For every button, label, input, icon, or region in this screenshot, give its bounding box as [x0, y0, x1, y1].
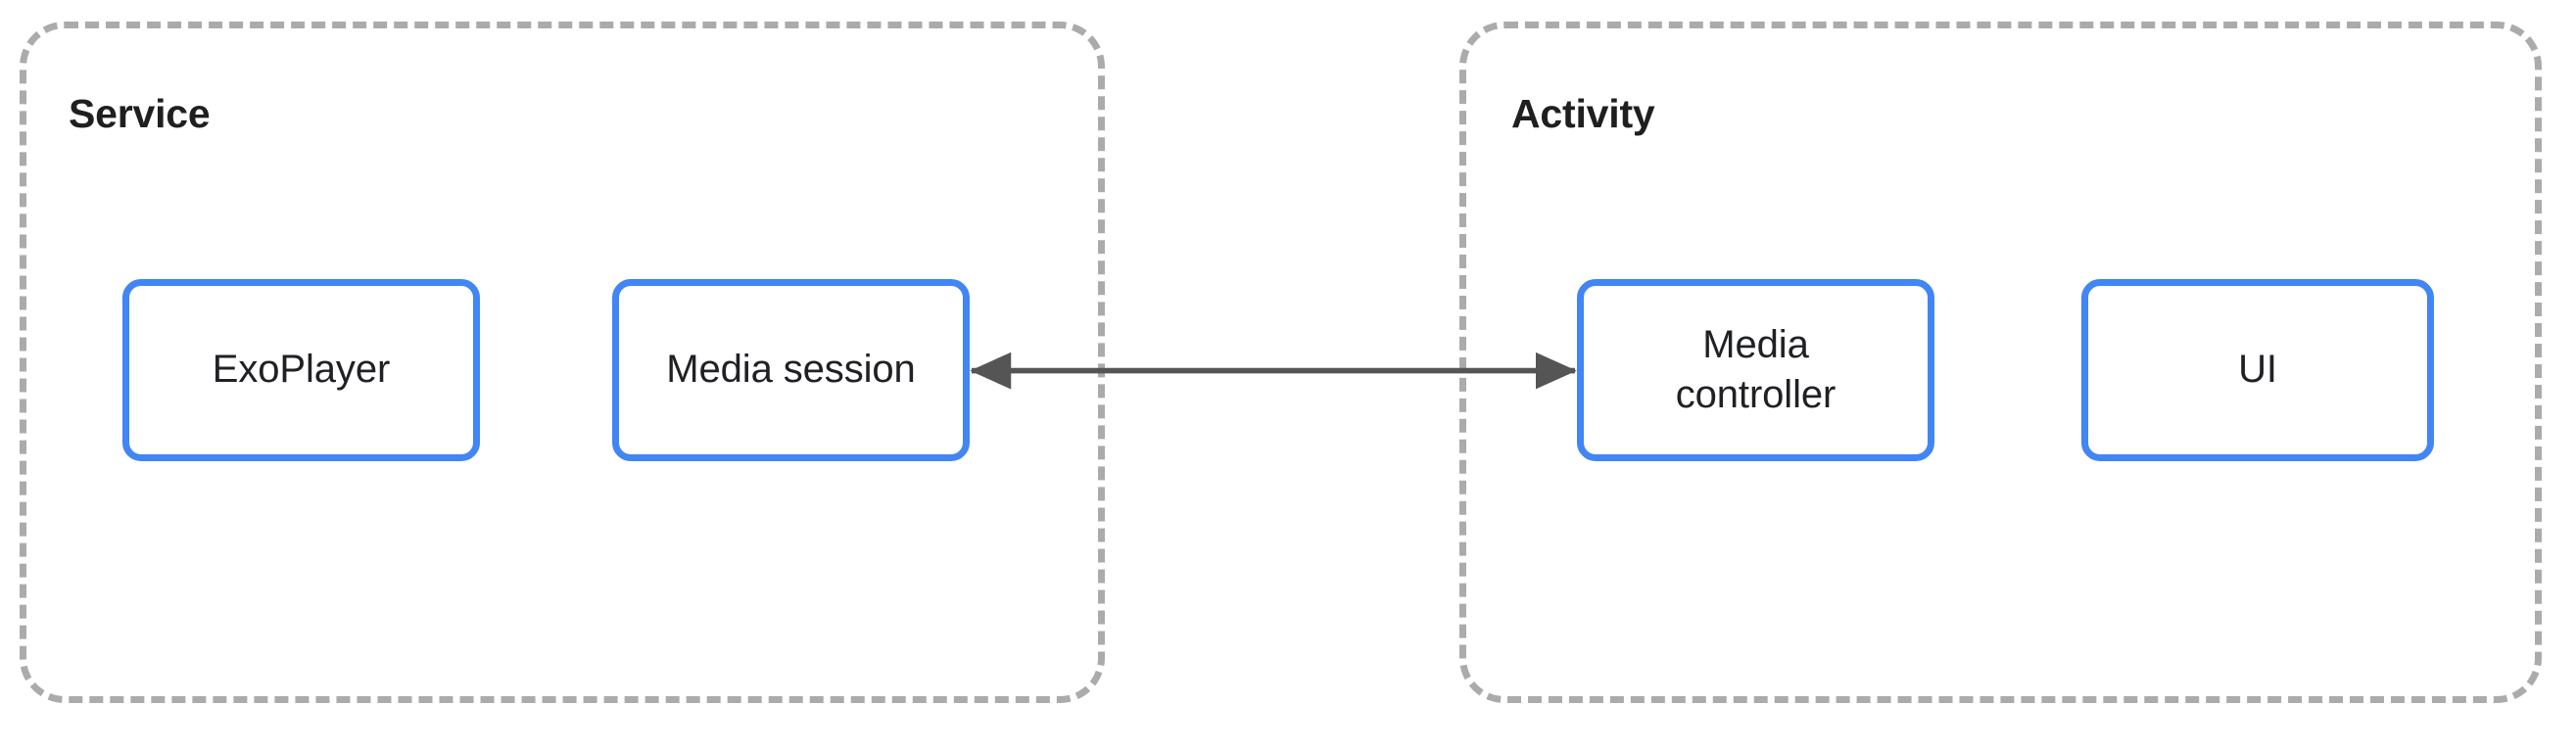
- node-exoplayer[interactable]: ExoPlayer: [122, 279, 480, 461]
- node-media-controller[interactable]: Media controller: [1577, 279, 1934, 461]
- node-media-controller-label: Media controller: [1675, 322, 1837, 416]
- node-media-session-label: Media session: [666, 348, 916, 392]
- group-activity-label: Activity: [1511, 91, 1655, 136]
- node-ui[interactable]: UI: [2081, 279, 2434, 461]
- node-exoplayer-label: ExoPlayer: [212, 348, 391, 392]
- group-service-label: Service: [69, 91, 211, 136]
- node-media-session[interactable]: Media session: [612, 279, 970, 461]
- node-ui-label: UI: [2238, 348, 2277, 392]
